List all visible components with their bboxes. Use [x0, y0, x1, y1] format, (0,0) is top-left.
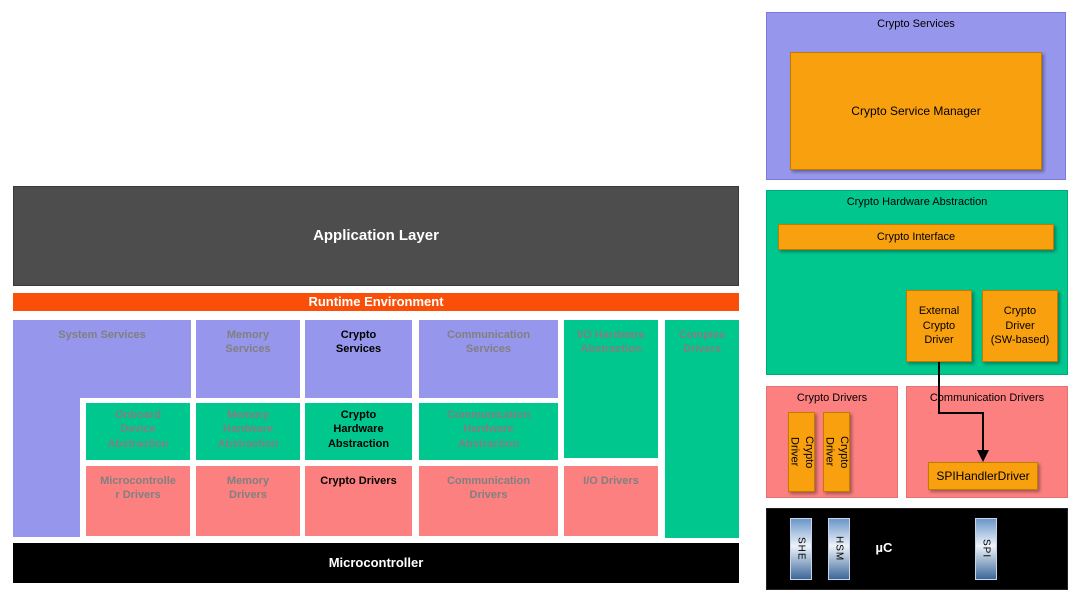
uc-label-wrap: µC [864, 539, 904, 555]
crypto-service-manager-box: Crypto Service Manager [790, 52, 1042, 170]
spi-chip-label: SPI [980, 539, 992, 559]
crypto-services-panel-title: Crypto Services [877, 18, 955, 30]
microcontroller-panel [766, 508, 1068, 590]
memory-hardware-abstraction-label: Memory Hardware Abstraction [217, 409, 279, 450]
spi-chip: SPI [975, 518, 997, 580]
crypto-service-manager-label: Crypto Service Manager [851, 103, 981, 118]
crypto-driver-chip-2: Crypto Driver [823, 412, 850, 492]
crypto-hardware-abstraction-panel-title: Crypto Hardware Abstraction [846, 196, 988, 208]
crypto-services-box: Crypto Services [305, 320, 412, 398]
spi-handler-driver-label: SPIHandlerDriver [936, 468, 1030, 483]
spi-handler-driver-box: SPIHandlerDriver [928, 462, 1038, 490]
crypto-driver-chip-1-label: Crypto Driver [788, 435, 815, 469]
memory-hardware-abstraction-box: Memory Hardware Abstraction [196, 403, 300, 460]
crypto-interface-label: Crypto Interface [876, 230, 956, 243]
communication-services-label: Communication Services [446, 329, 531, 356]
microcontroller-drivers-label: Microcontrolle r Drivers [100, 475, 176, 502]
onboard-device-abstraction-label: Onboard Device Abstraction [107, 409, 169, 450]
crypto-driver-chip-1: Crypto Driver [788, 412, 815, 492]
uc-label: µC [875, 539, 893, 555]
communication-hardware-abstraction-box: Communication Hardware Abstraction [419, 403, 558, 460]
io-drivers-label: I/O Drivers [583, 475, 639, 487]
onboard-device-abstraction-box: Onboard Device Abstraction [86, 403, 190, 460]
crypto-hardware-abstraction-label: Crypto Hardware Abstraction [327, 409, 390, 450]
crypto-driver-sw-based-label: Crypto Driver (SW-based) [990, 304, 1050, 347]
memory-drivers-label: Memory Drivers [226, 475, 270, 502]
complex-drivers-label: Complex Drivers [678, 329, 726, 356]
crypto-services-label: Crypto Services [335, 329, 382, 356]
crypto-driver-sw-based-box: Crypto Driver (SW-based) [982, 290, 1058, 362]
runtime-environment-label: Runtime Environment [308, 293, 444, 309]
communication-drivers-panel-title: Communication Drivers [929, 392, 1045, 404]
external-crypto-driver-box: External Crypto Driver [906, 290, 972, 362]
she-chip-label: SHE [795, 537, 807, 561]
external-crypto-driver-label: External Crypto Driver [918, 304, 960, 347]
memory-services-box: Memory Services [196, 320, 300, 398]
application-layer-label: Application Layer [313, 227, 439, 245]
crypto-interface-box: Crypto Interface [778, 224, 1054, 250]
communication-services-box: Communication Services [419, 320, 558, 398]
communication-hardware-abstraction-label: Communication Hardware Abstraction [446, 409, 531, 450]
system-services-label: System Services [58, 329, 146, 341]
microcontroller-label: Microcontroller [328, 554, 424, 570]
communication-drivers-label: Communication Drivers [446, 475, 531, 502]
application-layer-box: Application Layer [13, 186, 739, 286]
io-drivers-box: I/O Drivers [564, 466, 658, 536]
io-hardware-abstraction-label: I/O Hardware Abstraction [577, 329, 645, 356]
io-hardware-abstraction-box: I/O Hardware Abstraction [564, 320, 658, 458]
memory-drivers-box: Memory Drivers [196, 466, 300, 536]
she-chip: SHE [790, 518, 812, 580]
memory-services-label: Memory Services [225, 329, 271, 356]
complex-drivers-box: Complex Drivers [665, 320, 739, 538]
microcontroller-bar: Microcontroller [13, 543, 739, 583]
system-services-box: System Services [13, 320, 191, 398]
crypto-drivers-box: Crypto Drivers [305, 466, 412, 536]
hsm-chip-label: HSM [833, 536, 845, 562]
crypto-drivers-label: Crypto Drivers [320, 475, 397, 487]
crypto-hardware-abstraction-box: Crypto Hardware Abstraction [305, 403, 412, 460]
microcontroller-drivers-box: Microcontrolle r Drivers [86, 466, 190, 536]
hsm-chip: HSM [828, 518, 850, 580]
crypto-drivers-panel-title: Crypto Drivers [796, 392, 868, 404]
communication-drivers-box: Communication Drivers [419, 466, 558, 536]
runtime-environment-bar: Runtime Environment [13, 293, 739, 311]
crypto-driver-chip-2-label: Crypto Driver [823, 435, 850, 469]
